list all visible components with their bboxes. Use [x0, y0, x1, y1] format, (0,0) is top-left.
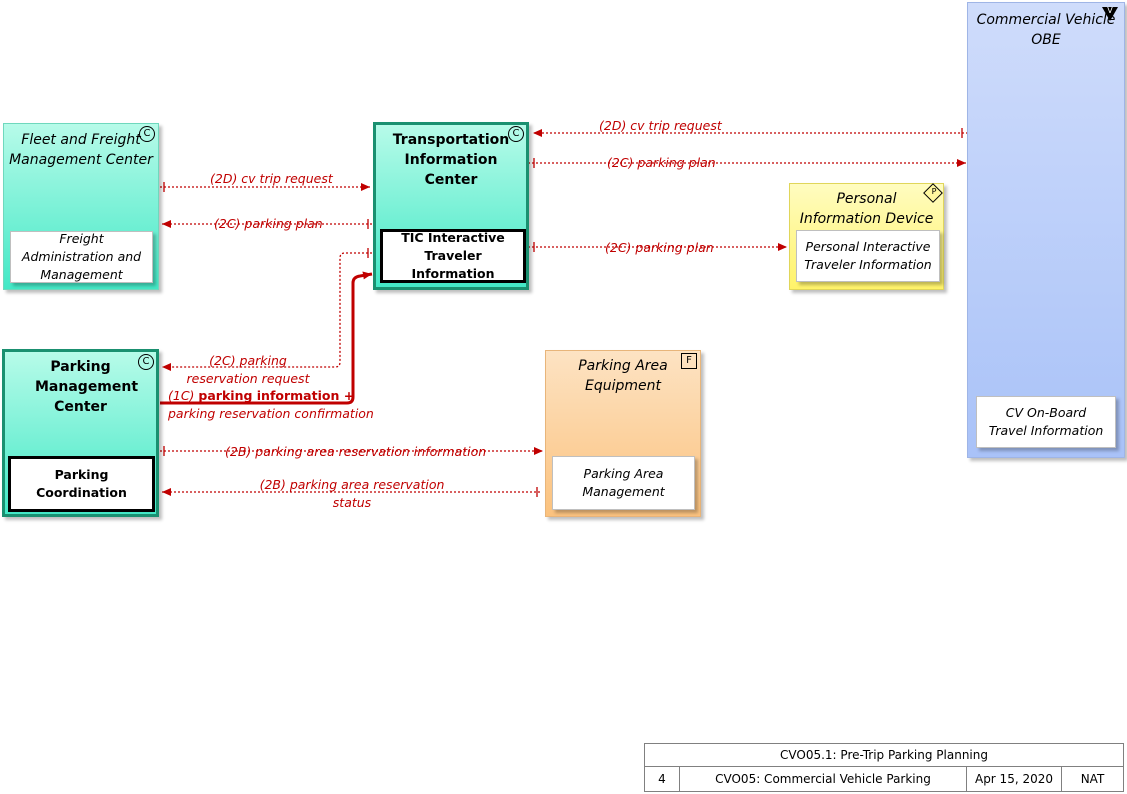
flow-line-pmc-tic-parking-info — [160, 271, 373, 405]
flow-label-tic-pid-parking-plan: (2C) parking plan — [605, 240, 714, 255]
titleblock-scope: NAT — [1061, 766, 1124, 792]
titleblock-page: 4 — [644, 766, 680, 792]
flow-label-bold: parking information + — [198, 388, 355, 403]
flow-line-tic-pmc-reservation-request — [162, 252, 376, 371]
flow-label-pmc-tic-parking-info: (1C) parking information + — [168, 387, 354, 405]
cv-onboard-travel-info: CV On-Board Travel Information — [976, 396, 1116, 448]
element-title: Parking Management Center — [35, 359, 139, 415]
flow-label-pmc-tic-parking-info-line2: parking reservation confirmation — [168, 406, 374, 421]
vehicle-badge-icon — [1102, 7, 1118, 21]
center-badge-icon: C — [138, 354, 154, 370]
parking-area-management: Parking Area Management — [552, 456, 695, 510]
parking-coordination: Parking Coordination — [8, 456, 155, 512]
flow-label-tic-fleet-parking-plan: (2C) parking plan — [214, 216, 323, 231]
freight-administration-and-management: Freight Administration and Management — [10, 231, 153, 283]
flow-label-fleet-tic-trip-request: (2D) cv trip request — [210, 171, 333, 186]
flow-label-obe-tic-trip-request: (2D) cv trip request — [599, 118, 722, 133]
flow-label-pae-pmc-reservation-status: (2B) parking area reservation status — [259, 477, 445, 510]
element-title: Parking Area Equipment — [578, 358, 668, 394]
titleblock-title: CVO05.1: Pre-Trip Parking Planning — [644, 743, 1124, 767]
titleblock-date: Apr 15, 2020 — [966, 766, 1062, 792]
center-badge-icon: C — [139, 126, 155, 142]
titleblock-service: CVO05: Commercial Vehicle Parking — [679, 766, 967, 792]
commercial-vehicle-obe: Commercial Vehicle OBE V CV On-Board Tra… — [967, 2, 1125, 458]
element-title: Transportation Information Center — [392, 132, 510, 188]
vehicle-badge-letter: V — [1107, 6, 1113, 15]
personal-information-device: Personal Information Device P Personal I… — [789, 183, 944, 290]
field-badge-icon: F — [681, 353, 697, 369]
flow-label-tic-obe-parking-plan: (2C) parking plan — [607, 155, 716, 170]
transportation-information-center: Transportation Information Center C TIC … — [373, 122, 529, 290]
flow-label-pmc-pae-reservation-info: (2B) parking area reservation informatio… — [225, 444, 487, 459]
fleet-freight-management-center: Fleet and Freight Management Center C Fr… — [3, 123, 159, 290]
element-title: Personal Information Device — [799, 191, 934, 227]
parking-management-center: Parking Management Center C Parking Coor… — [2, 349, 159, 517]
element-title: Commercial Vehicle OBE — [976, 12, 1116, 48]
flow-label-prefix: (1C) — [168, 388, 199, 403]
flow-label-tic-pmc-reservation-request: (2C) parking reservation request — [186, 353, 310, 386]
personal-badge-letter: P — [931, 187, 937, 196]
parking-area-equipment: Parking Area Equipment F Parking Area Ma… — [545, 350, 701, 517]
tic-interactive-traveler-information: TIC Interactive Traveler Information — [380, 229, 526, 283]
element-title: Fleet and Freight Management Center — [9, 132, 153, 168]
center-badge-icon: C — [508, 126, 524, 142]
personal-interactive-traveler-information: Personal Interactive Traveler Informatio… — [796, 230, 940, 282]
